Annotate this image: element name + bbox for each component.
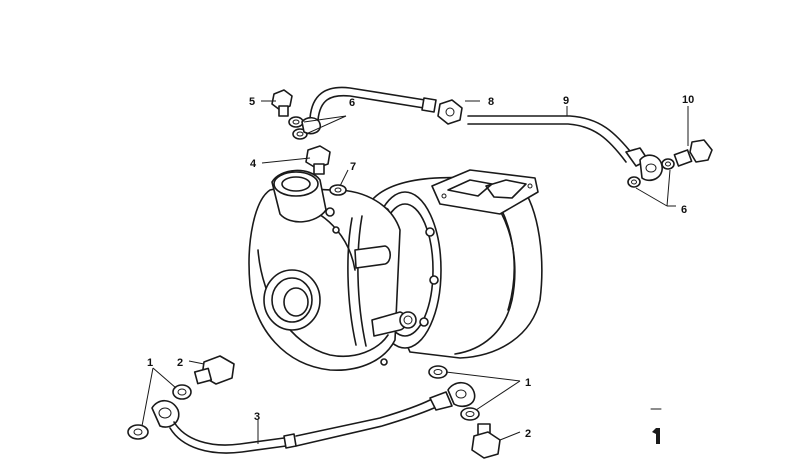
washer-part-7 [329, 184, 347, 196]
callout-4: 4 [250, 158, 257, 170]
lower-banjo-bolt-left-part-2 [193, 355, 235, 385]
oil-return-pipe-part-9 [467, 115, 649, 167]
leader-lines [141, 100, 689, 444]
callout-numbers: 5 6 4 7 8 9 10 6 1 2 3 1 2 [147, 94, 694, 440]
callout-6-top: 6 [349, 97, 355, 109]
corner-marks [650, 408, 662, 444]
turbocharger-body [248, 169, 543, 371]
callout-7: 7 [350, 161, 356, 173]
callout-6-right: 6 [681, 204, 687, 216]
sealing-ring-part-6-right [627, 158, 675, 188]
banjo-bolt-part-10 [673, 139, 713, 167]
upper-oil-feed-line [309, 86, 437, 121]
callout-2-left: 2 [177, 357, 183, 369]
callout-2-right: 2 [525, 428, 531, 440]
banjo-end-right [639, 154, 663, 182]
oil-return-hose-part-3 [151, 381, 476, 454]
adapter-fitting-part-4 [305, 145, 331, 175]
banjo-bolt-part-5 [271, 89, 293, 117]
lower-banjo-bolt-right-part-2 [471, 423, 501, 459]
callout-10: 10 [682, 94, 694, 106]
sealing-ring-right-part-1 [428, 365, 480, 421]
banjo-connector-part-8 [437, 99, 463, 125]
callout-5: 5 [249, 96, 255, 108]
callout-8: 8 [488, 96, 494, 108]
callout-3: 3 [254, 411, 260, 423]
callout-9: 9 [563, 95, 569, 107]
sealing-ring-left-part-1 [127, 384, 192, 440]
callout-1-left: 1 [147, 357, 153, 369]
callout-1-right: 1 [525, 377, 531, 389]
